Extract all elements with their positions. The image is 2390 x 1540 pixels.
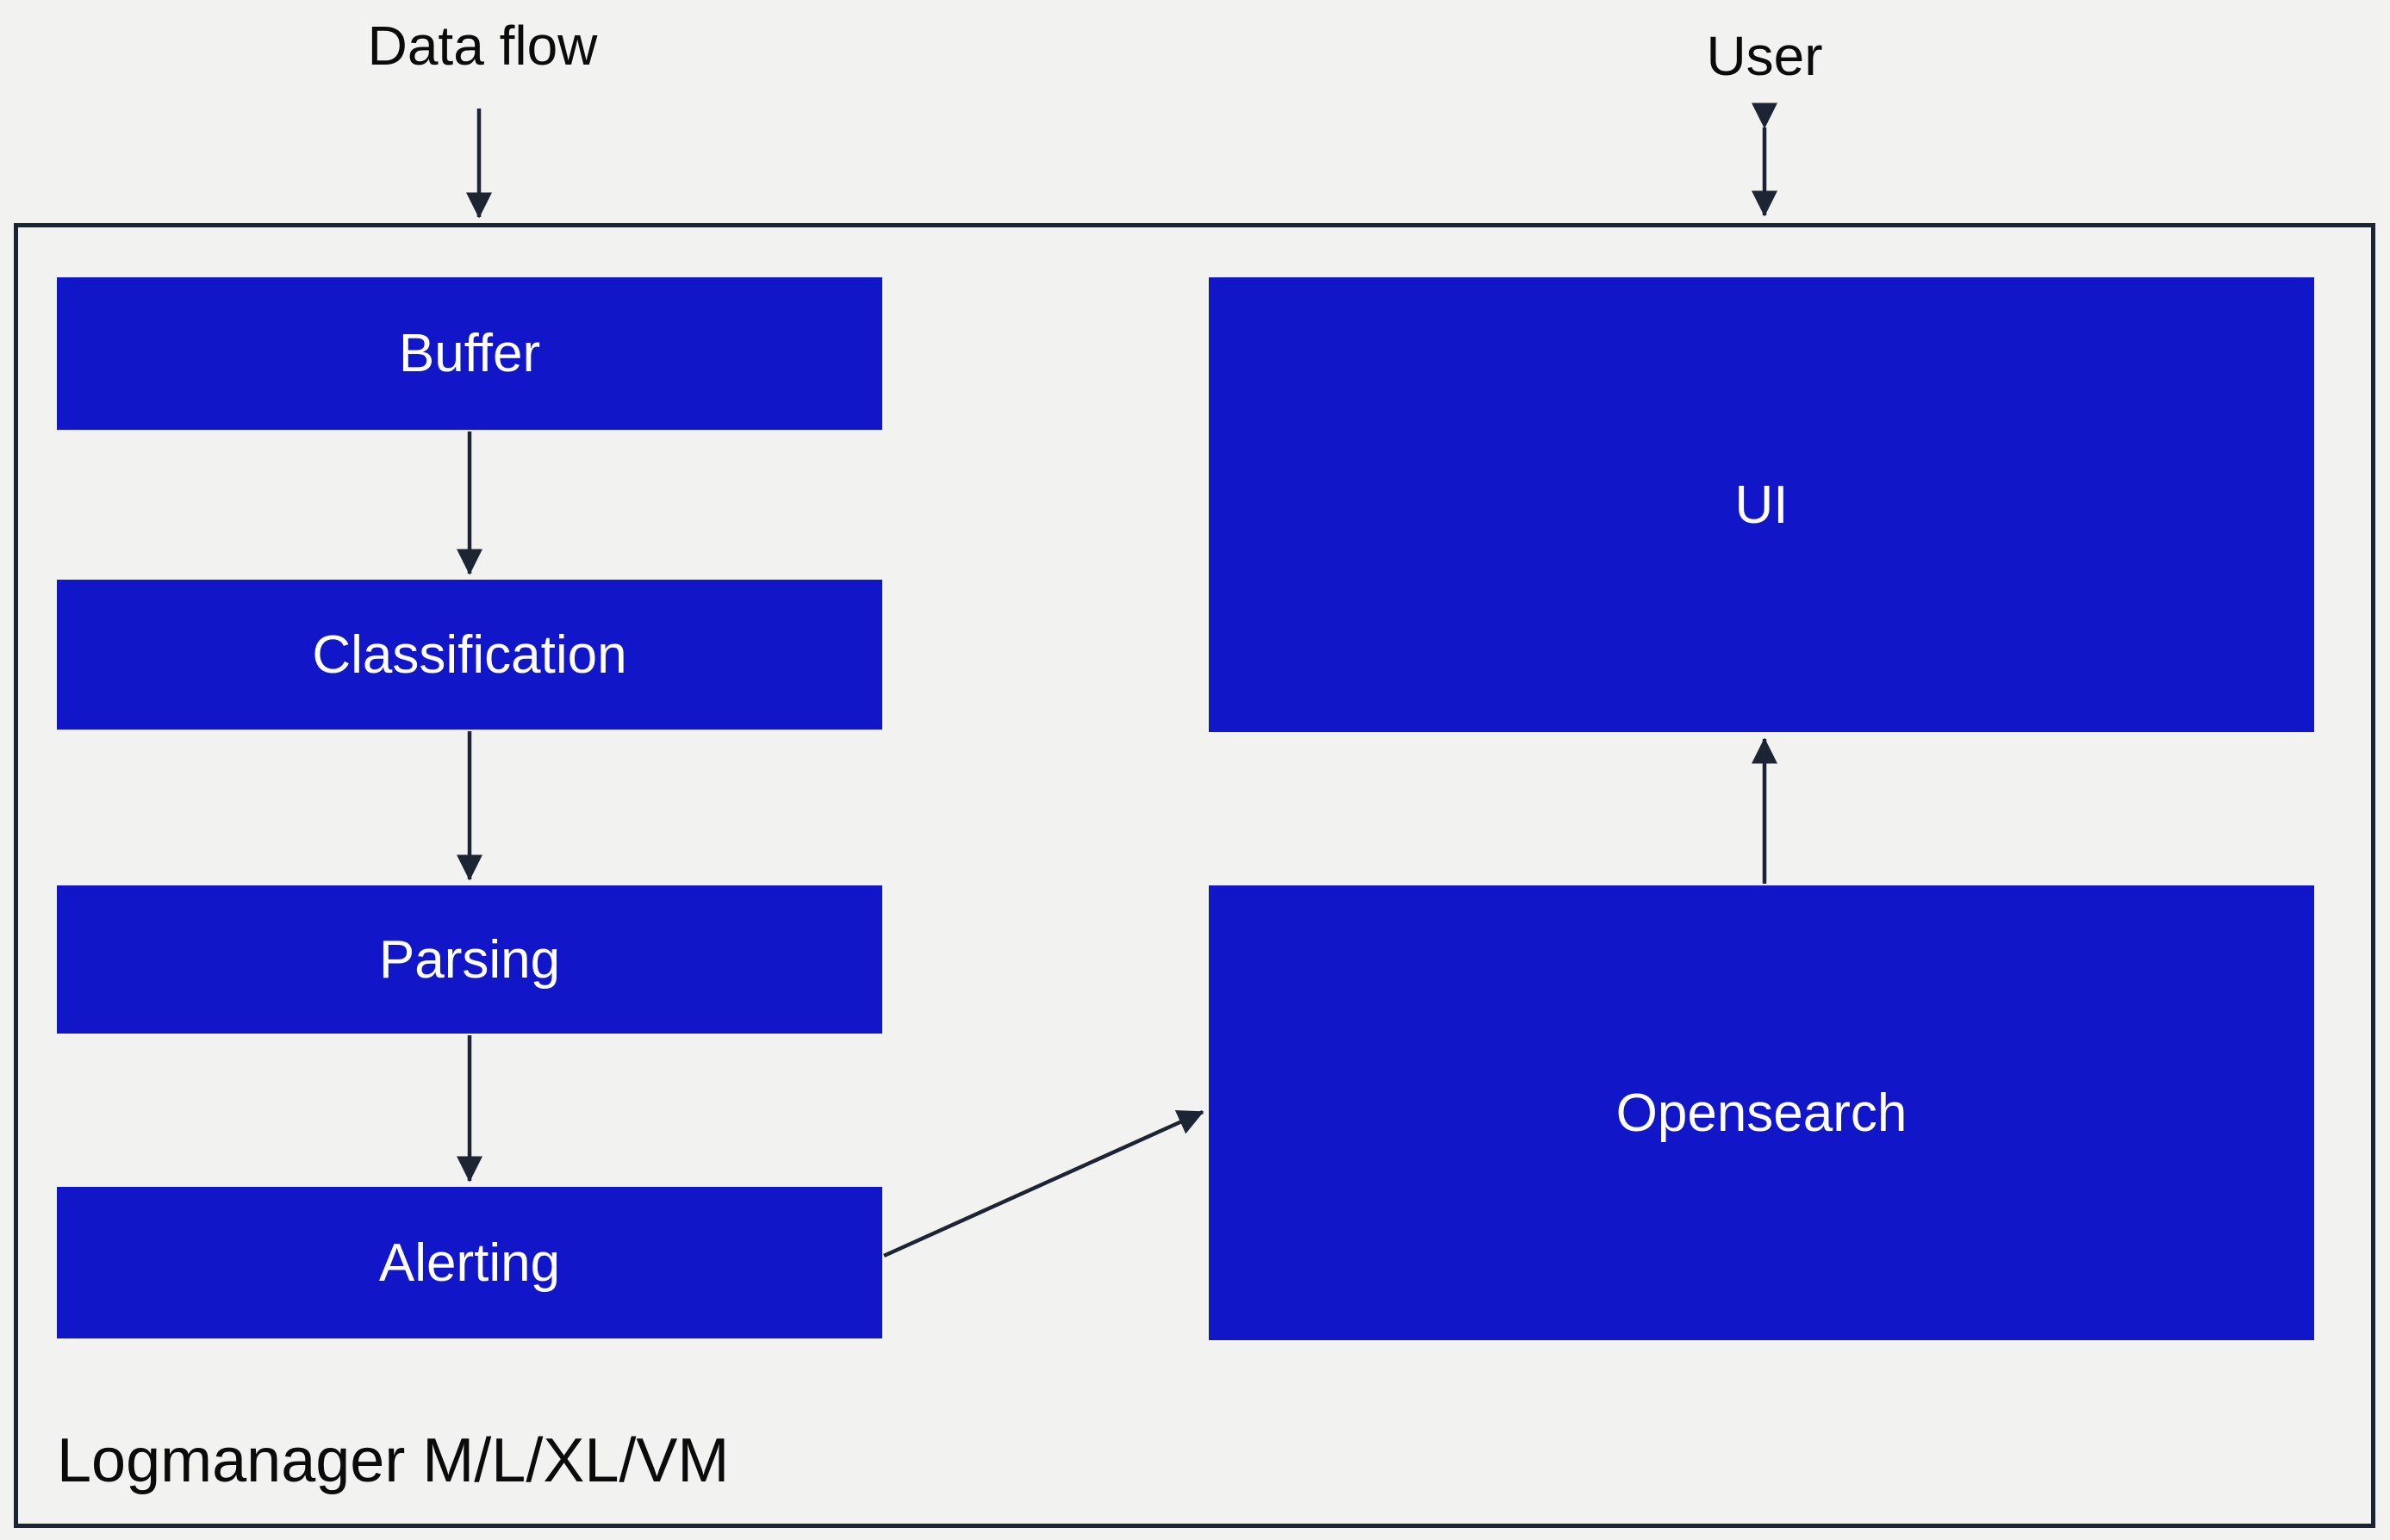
ui-node-label: UI	[1734, 475, 1789, 535]
parsing-node: Parsing	[57, 885, 882, 1034]
classification-node: Classification	[57, 580, 882, 730]
opensearch-node-label: Opensearch	[1615, 1083, 1908, 1143]
opensearch-node: Opensearch	[1209, 885, 2314, 1340]
classification-node-label: Classification	[312, 624, 627, 685]
buffer-node-label: Buffer	[398, 324, 541, 383]
ui-node: UI	[1209, 277, 2314, 732]
buffer-node: Buffer	[57, 277, 882, 430]
logmanager-container-box	[14, 223, 2375, 1528]
logmanager-container-label: Logmanager M/L/XL/VM	[57, 1426, 730, 1495]
data-flow-label: Data flow	[367, 15, 598, 77]
alerting-node-label: Alerting	[378, 1233, 561, 1293]
alerting-node: Alerting	[57, 1187, 882, 1338]
parsing-node-label: Parsing	[378, 929, 561, 990]
user-label: User	[1706, 25, 1823, 87]
